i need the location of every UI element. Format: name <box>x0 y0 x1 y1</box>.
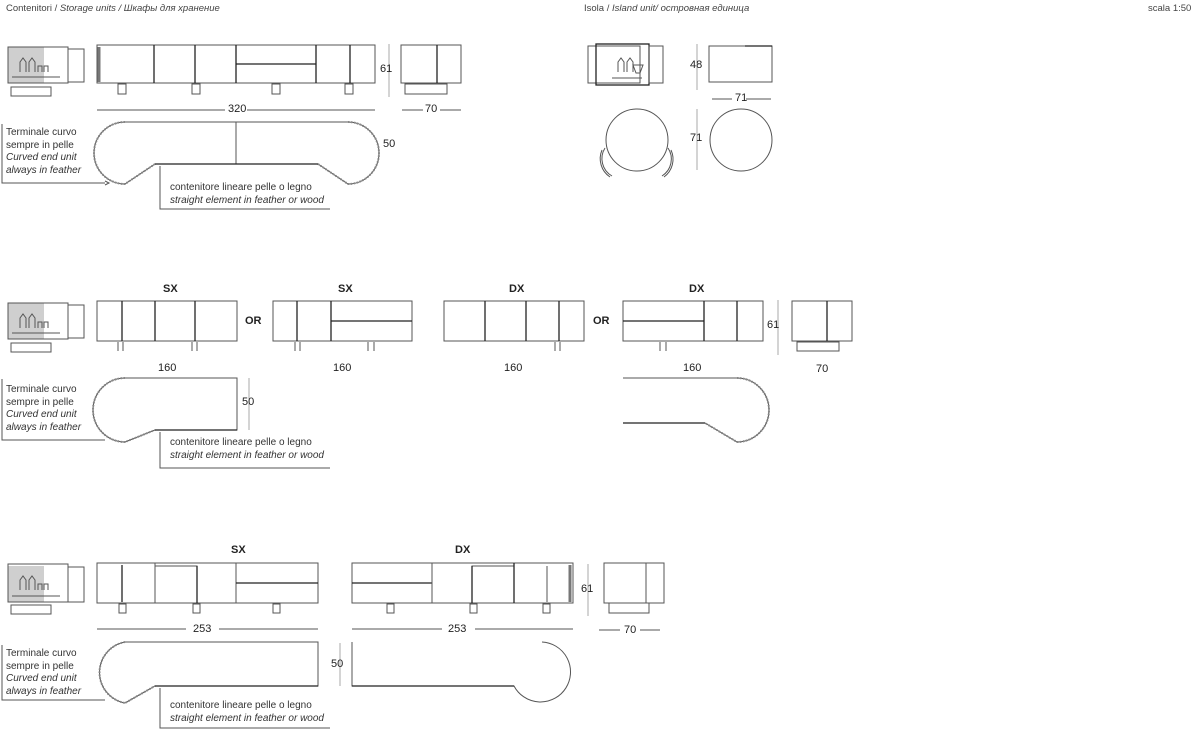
front-elevation-320 <box>96 44 390 111</box>
island-front <box>587 43 773 100</box>
island-unit-title: Isola / Island unit/ островная единица <box>584 3 750 14</box>
island-depth-71: 71 <box>690 132 703 144</box>
storage-units-title: Contenitori / Storage units / Шкафы для … <box>6 3 220 14</box>
dim-width-160-2: 160 <box>333 362 352 374</box>
callouts-row1 <box>1 124 330 210</box>
dim-width-253-1: 253 <box>193 623 212 635</box>
dim-depth-70-row3: 70 <box>624 624 637 636</box>
label-dx-2: DX <box>689 283 705 295</box>
front-sx-253 <box>96 562 319 630</box>
dim-width-160-4: 160 <box>683 362 702 374</box>
side-row2 <box>777 300 853 355</box>
label-dx-1: DX <box>509 283 525 295</box>
or-label-1: OR <box>245 315 262 327</box>
curved-end-note-row1: Terminale curvo sempre in pelle Curved e… <box>6 127 82 176</box>
front-dx-b <box>622 300 764 351</box>
straight-element-note-row3: contenitore lineare pelle o legno straig… <box>170 700 324 724</box>
dim-width-160-1: 160 <box>158 362 177 374</box>
dim-width-320: 320 <box>228 103 247 115</box>
front-dx-253 <box>351 562 589 630</box>
plan-view-320 <box>93 121 380 186</box>
scale-label: scala 1:50 <box>1148 3 1192 14</box>
dim-width-160-3: 160 <box>504 362 523 374</box>
dim-height-61-row3: 61 <box>581 583 594 595</box>
label-sx-1: SX <box>163 283 178 295</box>
dim-plan-depth-50: 50 <box>383 138 396 150</box>
side-elevation-70 <box>400 44 462 111</box>
label-sx-253: SX <box>231 544 246 556</box>
interior-icon-row2 <box>7 302 85 353</box>
straight-element-note-row1: contenitore lineare pelle o legno straig… <box>170 182 324 206</box>
curved-end-note-row3: Terminale curvo sempre in pelle Curved e… <box>6 648 82 697</box>
plan-row3-right <box>351 641 571 703</box>
interior-icon-row3 <box>7 563 85 615</box>
or-label-2: OR <box>593 315 610 327</box>
label-sx-2: SX <box>338 283 353 295</box>
front-sx-b <box>272 300 413 351</box>
dim-width-253-2: 253 <box>448 623 467 635</box>
side-row3 <box>599 562 665 631</box>
interior-icon-row1 <box>7 46 85 97</box>
front-sx-a <box>96 300 238 351</box>
plan-row3-left <box>1 641 341 729</box>
dim-plan-depth-50-row2: 50 <box>242 396 255 408</box>
island-plan <box>599 108 773 178</box>
plan-row2-right <box>623 377 770 444</box>
dim-depth-70-row2: 70 <box>816 363 829 375</box>
straight-element-note-row2: contenitore lineare pelle o legno straig… <box>170 437 324 461</box>
dim-height-61-row2: 61 <box>767 319 780 331</box>
plan-row2-left <box>1 377 330 469</box>
dim-height-61: 61 <box>380 63 393 75</box>
curved-end-note-row2: Terminale curvo sempre in pelle Curved e… <box>6 384 82 433</box>
dim-depth-70: 70 <box>425 103 438 115</box>
label-dx-253: DX <box>455 544 471 556</box>
island-height-48: 48 <box>690 59 703 71</box>
dim-plan-depth-50-row3: 50 <box>331 658 344 670</box>
front-dx-a <box>443 300 585 351</box>
island-width-71: 71 <box>735 92 748 104</box>
